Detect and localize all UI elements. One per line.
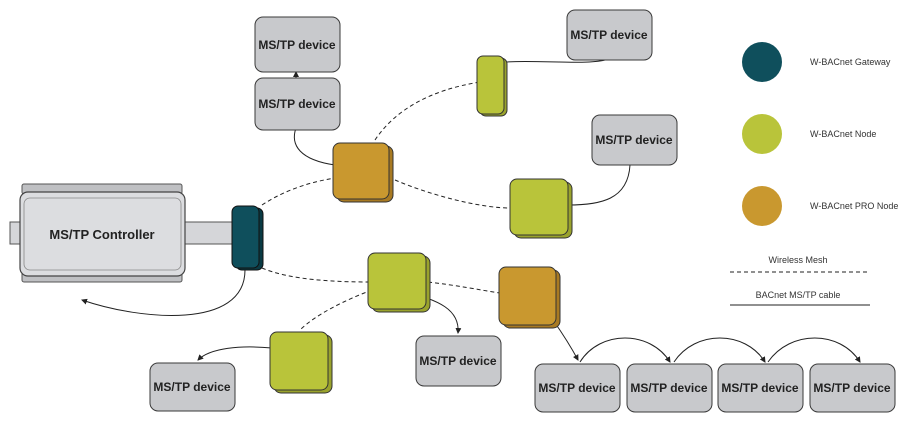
legend-node-swatch <box>742 114 782 154</box>
device-5: MS/TP device <box>149 362 236 412</box>
legend-node-label: W-BACnet Node <box>810 129 876 139</box>
device-4: MS/TP device <box>591 114 678 166</box>
legend-cable-label: BACnet MS/TP cable <box>756 290 841 300</box>
legend-gateway-swatch <box>742 42 782 82</box>
node-right <box>509 178 573 239</box>
controller: MS/TP Controller <box>19 183 186 283</box>
svg-text:MS/TP device: MS/TP device <box>419 354 496 368</box>
svg-text:MS/TP device: MS/TP device <box>595 133 672 147</box>
legend: W-BACnet Gateway W-BACnet Node W-BACnet … <box>730 42 898 306</box>
device-1: MS/TP device <box>254 16 341 73</box>
legend-pro-node-swatch <box>742 186 782 226</box>
svg-text:MS/TP device: MS/TP device <box>538 381 615 395</box>
device-3: MS/TP device <box>566 9 653 61</box>
pro-node-bottom <box>498 266 561 329</box>
device-9: MS/TP device <box>717 363 804 413</box>
svg-text:MS/TP device: MS/TP device <box>721 381 798 395</box>
device-2: MS/TP device <box>254 77 341 131</box>
controller-label: MS/TP Controller <box>49 227 154 242</box>
node-top <box>476 55 508 117</box>
node-bottom-left <box>269 331 333 394</box>
svg-text:MS/TP device: MS/TP device <box>258 38 335 52</box>
device-7: MS/TP device <box>534 363 621 413</box>
svg-text:MS/TP device: MS/TP device <box>570 28 647 42</box>
svg-text:MS/TP device: MS/TP device <box>630 381 707 395</box>
legend-wireless-label: Wireless Mesh <box>768 255 827 265</box>
svg-text:MS/TP device: MS/TP device <box>153 380 230 394</box>
device-6: MS/TP device <box>415 335 502 387</box>
legend-pro-node-label: W-BACnet PRO Node <box>810 201 898 211</box>
gateway <box>231 205 264 271</box>
svg-text:MS/TP device: MS/TP device <box>813 381 890 395</box>
device-10: MS/TP device <box>809 363 896 413</box>
wireless-mesh <box>261 81 511 331</box>
legend-gateway-label: W-BACnet Gateway <box>810 57 891 67</box>
svg-text:MS/TP device: MS/TP device <box>258 97 335 111</box>
node-center <box>367 252 431 313</box>
device-8: MS/TP device <box>626 363 713 413</box>
pro-node-top <box>332 142 394 203</box>
